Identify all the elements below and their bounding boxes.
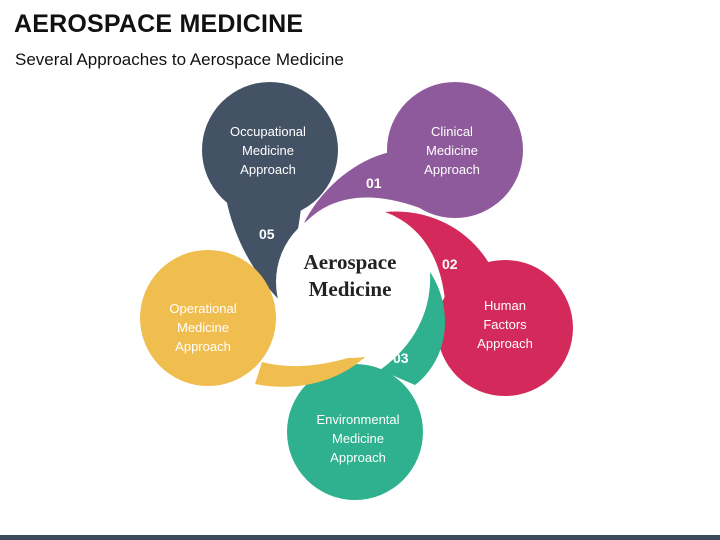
label-human-factors: Human Factors Approach [477,298,533,351]
petal-clinical [303,82,523,225]
number-environmental: 03 [393,350,409,366]
number-clinical: 01 [366,175,382,191]
footer-bar [0,535,720,540]
center-hub [276,206,428,358]
number-human-factors: 02 [442,256,458,272]
number-occupational: 05 [259,226,275,242]
page-subtitle: Several Approaches to Aerospace Medicine [15,50,344,69]
petal-environmental [287,272,446,500]
label-operational: Operational Medicine Approach [169,301,237,354]
center-label: Aerospace Medicine [303,250,397,301]
label-occupational: Occupational Medicine Approach [230,124,306,177]
label-environmental: Environmental Medicine Approach [316,412,400,465]
petal-human-factors [385,211,573,396]
label-clinical: Clinical Medicine Approach [424,124,480,177]
number-operational: 04 [279,342,295,358]
petal-operational [140,250,372,387]
page-title: AEROSPACE MEDICINE [14,10,304,38]
